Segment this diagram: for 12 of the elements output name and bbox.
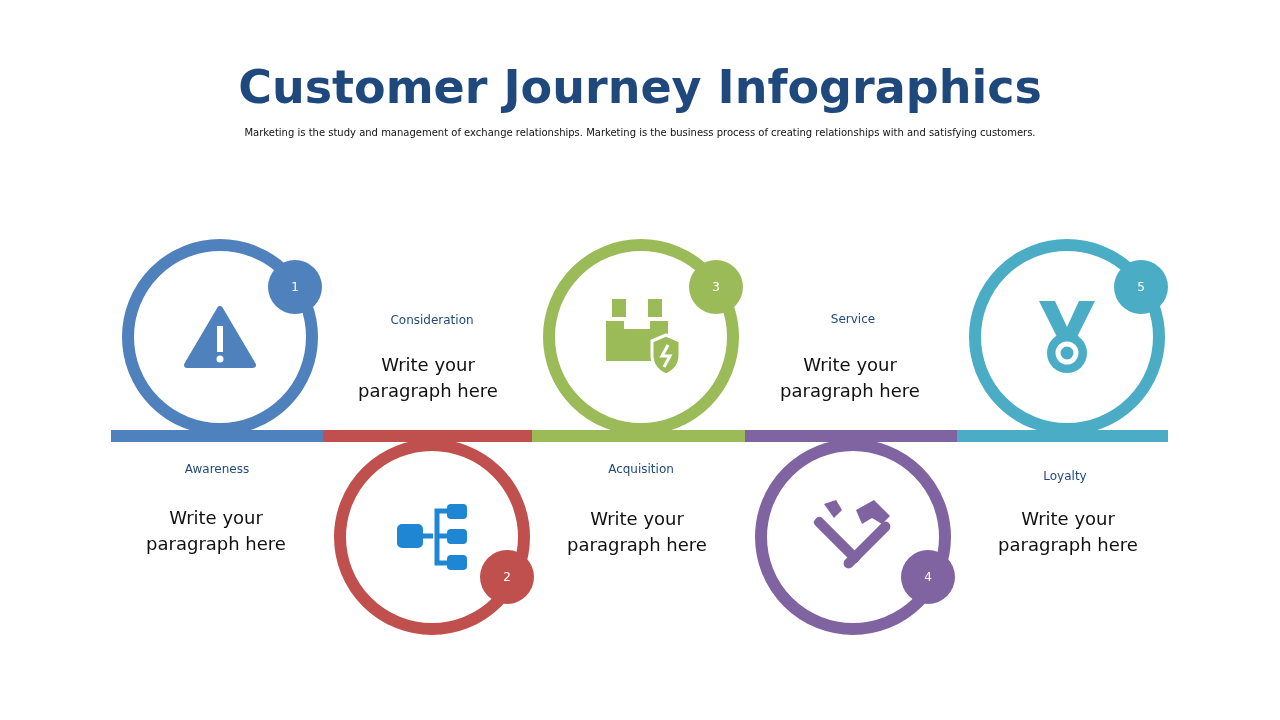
paragraph-text: Write your paragraph here [145,506,287,556]
stage-name: Acquisition [608,462,674,476]
paragraph-text: Write your paragraph here [997,507,1139,557]
paragraph-text: Write your paragraph here [357,353,499,403]
subtitle: Marketing is the study and management of exchange relationships. Marketing is the business process of creating relationships with and satisfying customers. [243,127,1037,138]
stage-name: Loyalty [1043,469,1087,483]
title: Customer Journey Infographics [237,60,1043,114]
stage-name: Consideration [390,313,474,327]
stage-name: Service [830,312,876,326]
paragraph-text: Write your paragraph here [566,507,708,557]
paragraph-text: Write your paragraph here [779,353,921,403]
stage-name: Awareness [184,462,250,476]
